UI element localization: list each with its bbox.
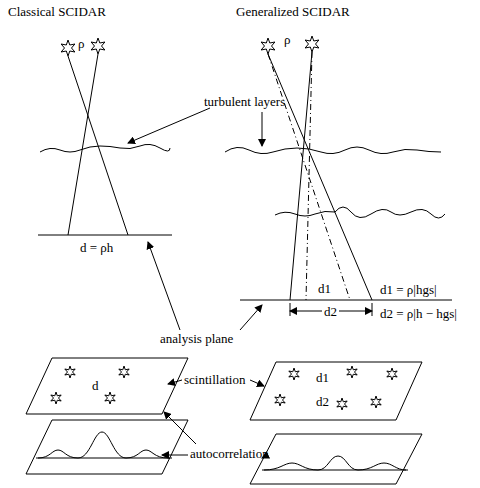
- scintillation-plane: [250, 362, 422, 420]
- separation-symbol: ρ: [78, 36, 85, 51]
- autocorrelation-plane: [250, 434, 422, 484]
- leader-arrow: [168, 380, 182, 384]
- turbulent-layer: [225, 147, 441, 154]
- dimension-tick: [372, 303, 373, 316]
- leader-arrow: [128, 108, 210, 143]
- callout-label: scintillation: [184, 372, 245, 387]
- baseline: [36, 458, 172, 459]
- speckle-symbol: [65, 366, 75, 378]
- panel-title: Classical SCIDAR: [8, 4, 106, 19]
- analysis-plane: [38, 235, 172, 236]
- dimension-label: d1: [316, 370, 329, 385]
- dimension-label: d: [92, 378, 99, 393]
- dimension-label: d1: [318, 281, 331, 296]
- callout-label: analysis plane: [160, 331, 233, 346]
- scintillation-plane: [26, 358, 188, 414]
- leader-arrow: [240, 305, 262, 330]
- speckle-symbol: [275, 394, 285, 406]
- dimension-tick: [290, 303, 291, 316]
- callout-label: autocorrelation: [190, 446, 269, 461]
- leader-arrow: [148, 242, 180, 330]
- star-symbol: [305, 36, 319, 52]
- formula: d2 = ρ|h − hgs|: [380, 306, 457, 321]
- callout-label: turbulent layers: [204, 94, 285, 109]
- autocorrelation-plane: [26, 420, 188, 474]
- speckle-symbol: [105, 392, 115, 404]
- speckle-symbol: [337, 398, 347, 410]
- panel-title: Generalized SCIDAR: [236, 4, 350, 19]
- star-symbol: [261, 38, 275, 54]
- turbulent-layer: [40, 144, 170, 152]
- formula: d = ρh: [80, 240, 113, 255]
- autocorrelation-curve: [38, 432, 168, 458]
- leader-arrow: [162, 455, 188, 456]
- virtual-beam: [306, 52, 312, 300]
- autocorrelation-curve: [264, 456, 406, 470]
- dimension-label: d2: [322, 304, 339, 319]
- speckle-symbol: [347, 366, 357, 378]
- formula: d1 = ρ|hgs|: [380, 282, 437, 297]
- leader-arrow: [250, 380, 264, 386]
- speckle-symbol: [51, 392, 61, 404]
- beam: [68, 56, 128, 235]
- turbulent-layer: [275, 207, 445, 218]
- separation-symbol: ρ: [284, 32, 291, 47]
- dimension-label: d2: [316, 394, 329, 409]
- speckle-symbol: [289, 368, 299, 380]
- speckle-symbol: [371, 396, 381, 408]
- analysis-plane: [240, 300, 452, 301]
- baseline: [262, 470, 408, 471]
- virtual-beam: [268, 54, 350, 300]
- beam: [68, 54, 98, 235]
- beam: [268, 54, 372, 300]
- star-symbol: [61, 40, 75, 56]
- leader-arrow: [262, 112, 263, 146]
- beam: [290, 52, 312, 300]
- leader-arrow: [164, 412, 196, 444]
- star-symbol: [91, 38, 105, 54]
- speckle-symbol: [387, 368, 397, 380]
- speckle-symbol: [119, 366, 129, 378]
